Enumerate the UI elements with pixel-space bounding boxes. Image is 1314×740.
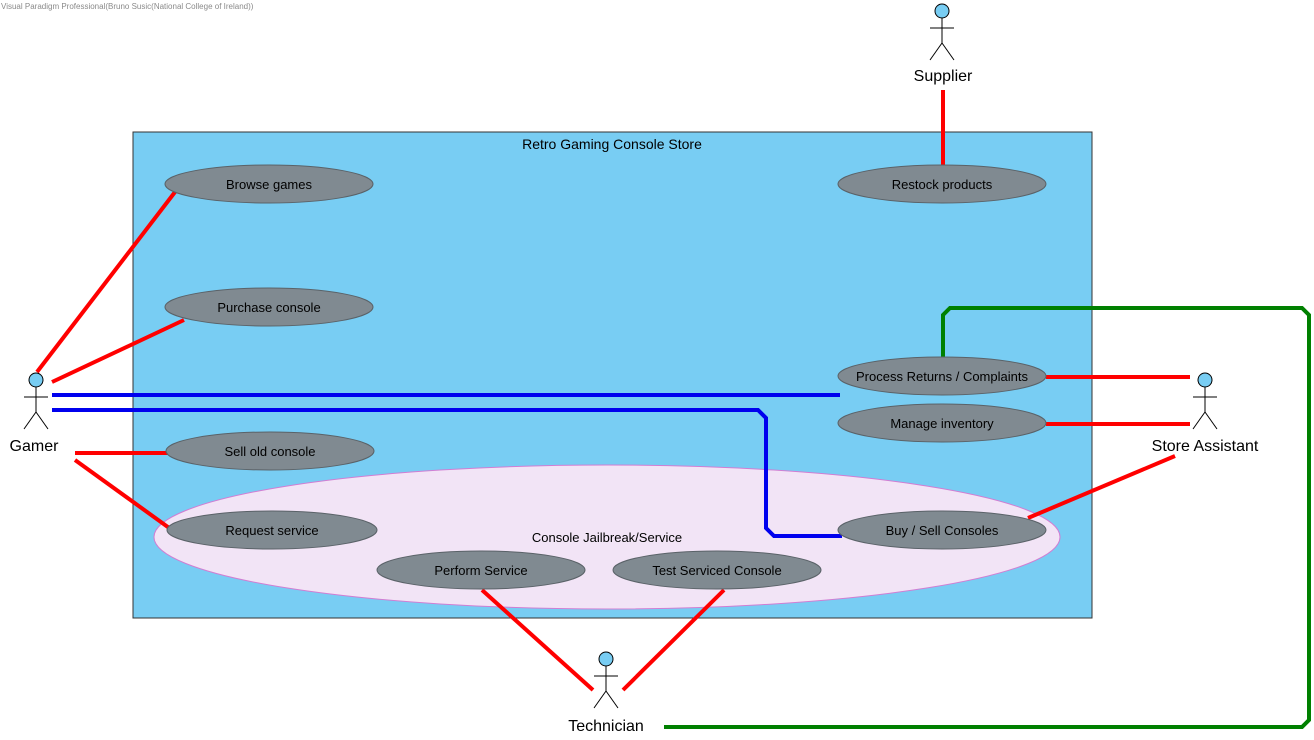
- actor-label: Technician: [568, 718, 644, 735]
- actor-leg-right: [941, 42, 955, 61]
- assoc-gamer-buy-sell-consoles[interactable]: [52, 408, 842, 538]
- use-case-label: Manage inventory: [890, 416, 994, 431]
- use-case-label: Sell old console: [224, 444, 315, 459]
- actor-label: Store Assistant: [1152, 438, 1259, 455]
- use-case-label: Restock products: [892, 177, 993, 192]
- assoc-technician-test-serviced-console[interactable]: [621, 588, 726, 692]
- actor-leg-left: [1192, 411, 1206, 430]
- assoc-technician-perform-service[interactable]: [480, 588, 595, 692]
- use-case-manage-inventory[interactable]: Manage inventory: [837, 403, 1047, 443]
- use-case-sell-old-console[interactable]: Sell old console: [165, 431, 375, 471]
- use-case-perform-service[interactable]: Perform Service: [376, 550, 586, 590]
- use-case-shape[interactable]: [837, 164, 1047, 204]
- use-case-buy-sell-consoles[interactable]: Buy / Sell Consoles: [837, 510, 1047, 550]
- assoc-technician-process-returns[interactable]: [664, 306, 1311, 729]
- use-case-test-serviced-console[interactable]: Test Serviced Console: [612, 550, 822, 590]
- use-case-shape[interactable]: [612, 550, 822, 590]
- use-case-shape[interactable]: [164, 164, 374, 204]
- actor-head: [28, 372, 44, 388]
- use-case-shape[interactable]: [837, 356, 1047, 396]
- use-case-label: Perform Service: [434, 563, 527, 578]
- actor-gamer[interactable]: Gamer: [10, 372, 60, 455]
- assoc-gamer-browse-games[interactable]: [35, 190, 177, 374]
- use-case-restock-products[interactable]: Restock products: [837, 164, 1047, 204]
- actor-leg-right: [35, 411, 49, 430]
- use-case-shape[interactable]: [837, 510, 1047, 550]
- assoc-store-assistant-buy-sell[interactable]: [1027, 454, 1176, 520]
- use-case-label: Buy / Sell Consoles: [886, 523, 999, 538]
- actor-head: [1197, 372, 1213, 388]
- group-label: Console Jailbreak/Service: [532, 530, 682, 545]
- actor-supplier[interactable]: Supplier: [914, 3, 973, 85]
- actor-label: Supplier: [914, 68, 973, 85]
- use-case-label: Request service: [225, 523, 318, 538]
- actor-head: [598, 651, 614, 667]
- use-case-shape[interactable]: [164, 287, 374, 327]
- actor-leg-right: [1204, 411, 1218, 430]
- use-case-shape[interactable]: [165, 431, 375, 471]
- use-case-shape[interactable]: [837, 403, 1047, 443]
- actor-store-assistant[interactable]: Store Assistant: [1152, 372, 1259, 455]
- system-title: Retro Gaming Console Store: [522, 136, 702, 152]
- use-case-label: Test Serviced Console: [652, 563, 781, 578]
- actor-leg-left: [593, 690, 607, 709]
- use-case-label: Browse games: [226, 177, 312, 192]
- associations: [35, 90, 1311, 729]
- use-case-purchase-console[interactable]: Purchase console: [164, 287, 374, 327]
- actor-leg-left: [929, 42, 943, 61]
- watermark: Visual Paradigm Professional(Bruno Susic…: [1, 2, 254, 11]
- actor-head: [934, 3, 950, 19]
- assoc-gamer-purchase-console[interactable]: [51, 318, 185, 384]
- actor-label: Gamer: [10, 438, 60, 455]
- assoc-gamer-request-service[interactable]: [73, 458, 174, 532]
- use-case-label: Process Returns / Complaints: [856, 369, 1028, 384]
- actor-leg-right: [605, 690, 619, 709]
- use-case-request-service[interactable]: Request service: [166, 510, 378, 550]
- actor-leg-left: [23, 411, 37, 430]
- use-case-process-returns[interactable]: Process Returns / Complaints: [837, 356, 1047, 396]
- use-case-shape[interactable]: [376, 550, 586, 590]
- use-case-shape[interactable]: [166, 510, 378, 550]
- use-case-browse-games[interactable]: Browse games: [164, 164, 374, 204]
- actor-technician[interactable]: Technician: [568, 651, 644, 735]
- use-case-label: Purchase console: [217, 300, 320, 315]
